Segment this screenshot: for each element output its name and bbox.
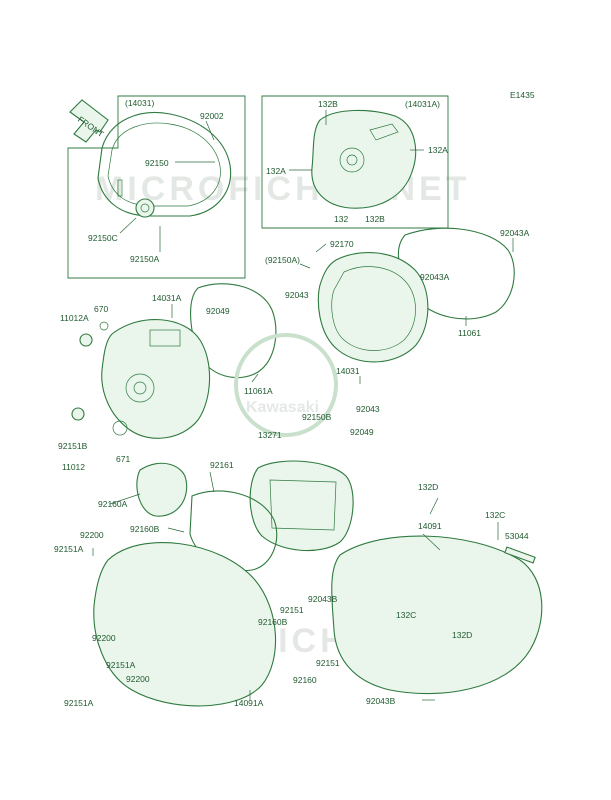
plug-11012a [79, 333, 93, 347]
callout-label: 92160 [293, 675, 317, 685]
brand-logo: Kawasaki [234, 333, 338, 437]
leader-lines [92, 110, 514, 701]
callout-label: 92170 [330, 239, 354, 249]
callout-label: 11012 [62, 462, 85, 472]
inset-box-left [67, 95, 246, 279]
callout-label: 53044 [505, 531, 529, 541]
callout-label: 92150A [130, 254, 160, 264]
callout-label: 92200 [92, 633, 116, 643]
callout-label: 92150 [145, 158, 169, 168]
callout-label: 92151A [64, 698, 94, 708]
callout-label: 132D [418, 482, 438, 492]
callout-label: 14031 [336, 366, 360, 376]
oring-671 [112, 420, 128, 436]
callout-label: 14091A [234, 698, 264, 708]
plate-92160a [136, 462, 188, 517]
callout-label: 92160B [130, 524, 160, 534]
callout-label: (14031) [125, 98, 154, 108]
engine-cover-14031a [101, 319, 211, 439]
callout-label: 92151 [280, 605, 304, 615]
callout-label: 92151A [54, 544, 84, 554]
callout-label: 92043A [500, 228, 530, 238]
pin-53044 [504, 546, 536, 564]
callout-label: 92150B [302, 412, 332, 422]
callout-label: 92043 [356, 404, 380, 414]
callout-label: 132B [318, 99, 338, 109]
callout-label: 14031A [152, 293, 182, 303]
callout-label: 92161 [210, 460, 234, 470]
callout-label: (92150A) [265, 255, 300, 265]
plug-11012 [71, 407, 85, 421]
oring-670 [99, 321, 109, 331]
callout-label: 11061A [244, 386, 273, 396]
lower-cover-14091 [331, 535, 543, 695]
callout-label: (14031A) [405, 99, 440, 109]
callout-label: 132A [428, 145, 448, 155]
inner-cover-left-gasket [97, 111, 232, 218]
callout-label: 92151A [106, 660, 136, 670]
callout-label: 132D [452, 630, 472, 640]
callout-labels: (14031) 92002 92150 92150C 92150A 132B (… [54, 98, 530, 708]
callout-label: 11061 [458, 328, 481, 338]
inspection-cover-13271 [249, 460, 354, 552]
clutch-cover-14031 [317, 252, 429, 363]
callout-label: 92002 [200, 111, 224, 121]
callout-label: 132C [485, 510, 505, 520]
callout-label: 92049 [350, 427, 374, 437]
diagram-code: E1435 [510, 90, 535, 100]
callout-label: 92043 [285, 290, 309, 300]
callout-label: 92150C [88, 233, 118, 243]
callout-label: 132C [396, 610, 416, 620]
callout-label: 92151 [316, 658, 340, 668]
callout-label: 13271 [258, 430, 282, 440]
callout-label: 14091 [418, 521, 442, 531]
callout-label: 92160B [258, 617, 288, 627]
inner-cover-right [311, 109, 417, 209]
callout-label: 132 [334, 214, 348, 224]
callout-label: 11012A [60, 313, 89, 323]
callout-label: 671 [116, 454, 130, 464]
callout-label: 670 [94, 304, 108, 314]
callout-label: 92043B [308, 594, 338, 604]
front-arrow-icon: FRONT [69, 99, 109, 143]
callout-label: 132B [365, 214, 385, 224]
callout-label: 92200 [126, 674, 150, 684]
callout-label: 92160A [98, 499, 128, 509]
callout-label: 92200 [80, 530, 104, 540]
callout-label: 92043A [420, 272, 450, 282]
callout-label: 92049 [206, 306, 230, 316]
callout-label: 92151B [58, 441, 88, 451]
callout-label: 132A [266, 166, 286, 176]
lower-cover-14091a [93, 542, 277, 707]
brand-logo-text: Kawasaki [246, 399, 319, 416]
callout-label: 92043B [366, 696, 396, 706]
